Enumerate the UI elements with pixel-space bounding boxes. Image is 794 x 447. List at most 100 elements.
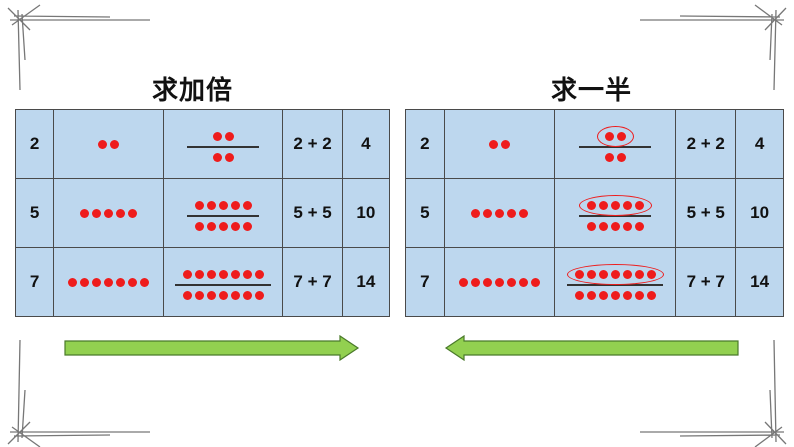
dot-group	[458, 278, 540, 287]
table-row: 7 7 + 7 14	[14, 247, 391, 317]
red-dot-icon	[127, 209, 137, 218]
red-dot-icon	[109, 140, 119, 149]
red-dot-icon	[482, 209, 492, 218]
red-dot-icon	[212, 152, 222, 162]
double-table: 2 2 + 2 4 5	[14, 109, 391, 317]
title-double: 求加倍	[152, 76, 234, 106]
red-dot-icon	[634, 270, 644, 280]
table-row: 5 5 + 5 10	[405, 178, 784, 248]
dot-group	[488, 140, 510, 149]
result-cell: 14	[341, 247, 391, 317]
title-half: 求一半	[551, 76, 633, 106]
red-dot-icon	[610, 221, 620, 231]
expression-cell: 7 + 7	[282, 247, 343, 317]
red-dot-icon	[218, 290, 228, 300]
red-dot-icon	[470, 209, 480, 218]
red-dot-icon	[610, 270, 620, 280]
dots-cell	[443, 178, 556, 248]
red-dot-icon	[230, 201, 240, 211]
fraction-cell	[554, 178, 677, 248]
red-dot-icon	[218, 201, 228, 211]
expression-cell: 2 + 2	[675, 109, 737, 179]
table-row: 7 7 + 7 14	[405, 247, 784, 317]
half-table: 2 2 + 2 4 5	[405, 109, 784, 317]
red-dot-icon	[79, 278, 89, 287]
red-dot-icon	[79, 209, 89, 218]
red-dot-icon	[194, 270, 204, 280]
red-dot-icon	[598, 290, 608, 300]
red-dot-icon	[206, 201, 216, 211]
red-dot-icon	[224, 152, 234, 162]
red-dot-icon	[616, 152, 626, 162]
red-dot-icon	[482, 278, 492, 287]
number-cell: 7	[14, 247, 55, 317]
red-dot-icon	[67, 278, 77, 287]
circled-dot-group	[566, 264, 664, 286]
circled-dot-group	[578, 195, 652, 217]
red-dot-icon	[194, 221, 204, 231]
dot-group	[67, 278, 149, 287]
red-dot-icon	[242, 270, 252, 280]
red-dot-icon	[494, 278, 504, 287]
red-dot-icon	[586, 201, 596, 211]
red-dot-icon	[530, 278, 540, 287]
red-dot-icon	[139, 278, 149, 287]
red-dot-icon	[488, 140, 498, 149]
red-dot-icon	[194, 290, 204, 300]
red-dot-icon	[634, 221, 644, 231]
red-dot-icon	[518, 209, 528, 218]
red-dot-icon	[254, 270, 264, 280]
red-dot-icon	[622, 270, 632, 280]
red-dot-icon	[506, 278, 516, 287]
red-dot-icon	[586, 221, 596, 231]
dots-cell	[443, 247, 556, 317]
red-dot-icon	[634, 290, 644, 300]
result-cell: 4	[735, 109, 784, 179]
number-cell: 7	[405, 247, 445, 317]
red-dot-icon	[230, 221, 240, 231]
red-dot-icon	[218, 270, 228, 280]
arrow-left-icon	[444, 335, 739, 361]
result-cell: 4	[341, 109, 391, 179]
red-dot-icon	[212, 132, 222, 142]
red-dot-icon	[242, 290, 252, 300]
dot-fraction	[579, 126, 652, 162]
dot-fraction	[578, 195, 652, 231]
red-dot-icon	[206, 270, 216, 280]
red-dot-icon	[91, 209, 101, 218]
red-dot-icon	[622, 290, 632, 300]
red-dot-icon	[610, 201, 620, 211]
expression-cell: 7 + 7	[675, 247, 737, 317]
fraction-cell	[162, 178, 284, 248]
red-dot-icon	[218, 221, 228, 231]
red-dot-icon	[598, 221, 608, 231]
circled-dot-group	[596, 126, 634, 148]
table-row: 2 2 + 2 4	[405, 109, 784, 179]
red-dot-icon	[518, 278, 528, 287]
red-dot-icon	[182, 290, 192, 300]
result-cell: 14	[735, 247, 784, 317]
table-row: 2 2 + 2 4	[14, 109, 391, 179]
red-dot-icon	[622, 221, 632, 231]
arrow-right-icon	[64, 335, 360, 361]
red-dot-icon	[500, 140, 510, 149]
red-dot-icon	[224, 132, 234, 142]
red-dot-icon	[242, 221, 252, 231]
dot-group	[97, 140, 119, 149]
result-cell: 10	[735, 178, 784, 248]
red-dot-icon	[97, 140, 107, 149]
dots-cell	[53, 247, 164, 317]
dot-fraction	[175, 270, 272, 300]
red-dot-icon	[230, 270, 240, 280]
table-row: 5 5 + 5 10	[14, 178, 391, 248]
dot-group	[470, 209, 528, 218]
red-dot-icon	[254, 290, 264, 300]
expression-cell: 2 + 2	[282, 109, 343, 179]
red-dot-icon	[604, 152, 614, 162]
dot-fraction	[187, 132, 260, 162]
dot-fraction	[187, 201, 260, 231]
fraction-cell	[162, 247, 284, 317]
expression-cell: 5 + 5	[282, 178, 343, 248]
red-dot-icon	[646, 270, 656, 280]
number-cell: 2	[14, 109, 55, 179]
